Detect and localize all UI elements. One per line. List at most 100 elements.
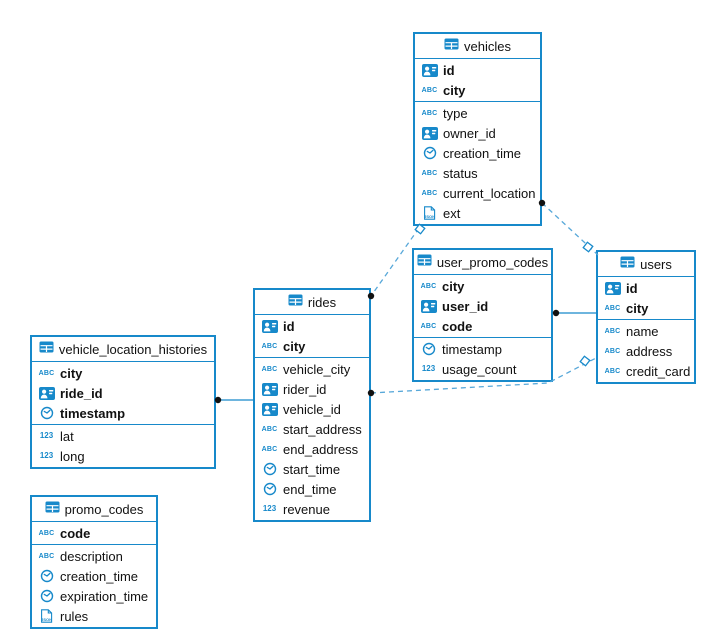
text-type-icon: ABC bbox=[38, 369, 55, 377]
column-row[interactable]: ABC current_location bbox=[415, 183, 540, 203]
column-row[interactable]: ABC code bbox=[414, 316, 551, 336]
cardinality-dot-marker bbox=[552, 309, 560, 317]
fields-section: ABC description creation_time expiration… bbox=[32, 545, 156, 627]
table-title: promo_codes bbox=[64, 501, 144, 517]
column-row[interactable]: start_time bbox=[255, 459, 369, 479]
json-type-icon: JSON bbox=[37, 609, 56, 623]
column-row[interactable]: id bbox=[598, 278, 694, 298]
timestamp-icon bbox=[260, 462, 279, 476]
table-header[interactable]: promo_codes bbox=[32, 497, 156, 522]
column-row[interactable]: ABC city bbox=[255, 336, 369, 356]
column-name: user_id bbox=[442, 298, 489, 314]
column-row[interactable]: ABC address bbox=[598, 341, 694, 361]
table-vehicle-location-histories[interactable]: vehicle_location_histories ABC city ride… bbox=[30, 335, 216, 469]
column-name: id bbox=[443, 62, 455, 78]
table-rides[interactable]: rides id ABC city ABC vehicle_city rider… bbox=[253, 288, 371, 522]
table-header[interactable]: users bbox=[598, 252, 694, 277]
fields-section: 123 lat 123 long bbox=[32, 425, 214, 467]
table-header[interactable]: rides bbox=[255, 290, 369, 315]
column-row[interactable]: ride_id bbox=[32, 383, 214, 403]
text-type-icon: ABC bbox=[421, 169, 438, 177]
text-type-icon: ABC bbox=[261, 342, 278, 350]
column-row[interactable]: 123 lat bbox=[32, 426, 214, 446]
column-name: revenue bbox=[283, 501, 330, 517]
column-row[interactable]: 123 revenue bbox=[255, 499, 369, 519]
column-row[interactable]: end_time bbox=[255, 479, 369, 499]
table-title: user_promo_codes bbox=[436, 254, 549, 270]
svg-text:JSON: JSON bbox=[424, 214, 435, 219]
timestamp-icon bbox=[420, 146, 439, 160]
text-type-icon: ABC bbox=[604, 367, 621, 375]
number-type-icon: 123 bbox=[39, 431, 54, 440]
table-user-promo-codes[interactable]: user_promo_codes ABC city user_id ABC co… bbox=[412, 248, 553, 382]
column-row[interactable]: expiration_time bbox=[32, 586, 156, 606]
column-row[interactable]: 123 long bbox=[32, 446, 214, 466]
id-badge-icon bbox=[260, 382, 279, 396]
timestamp-icon bbox=[37, 589, 56, 603]
column-row[interactable]: JSON ext bbox=[415, 203, 540, 223]
column-row[interactable]: ABC code bbox=[32, 523, 156, 543]
column-row[interactable]: ABC city bbox=[32, 363, 214, 383]
column-name: rider_id bbox=[283, 381, 327, 397]
column-name: expiration_time bbox=[60, 588, 149, 604]
column-row[interactable]: ABC end_address bbox=[255, 439, 369, 459]
primary-key-section: ABC city user_id ABC code bbox=[414, 275, 551, 338]
column-name: city bbox=[442, 278, 465, 294]
column-name: name bbox=[626, 323, 659, 339]
column-row[interactable]: timestamp bbox=[32, 403, 214, 423]
column-row[interactable]: creation_time bbox=[32, 566, 156, 586]
column-row[interactable]: ABC description bbox=[32, 546, 156, 566]
table-header[interactable]: user_promo_codes bbox=[414, 250, 551, 275]
column-name: id bbox=[283, 318, 295, 334]
table-header[interactable]: vehicle_location_histories bbox=[32, 337, 214, 362]
table-promo-codes[interactable]: promo_codes ABC code ABC description cre… bbox=[30, 495, 158, 629]
column-name: address bbox=[626, 343, 673, 359]
text-type-icon: ABC bbox=[421, 189, 438, 197]
column-row[interactable]: ABC status bbox=[415, 163, 540, 183]
column-row[interactable]: user_id bbox=[414, 296, 551, 316]
column-row[interactable]: ABC vehicle_city bbox=[255, 359, 369, 379]
column-row[interactable]: 123 usage_count bbox=[414, 359, 551, 379]
text-type-icon: ABC bbox=[421, 109, 438, 117]
column-row[interactable]: JSON rules bbox=[32, 606, 156, 626]
column-row[interactable]: ABC name bbox=[598, 321, 694, 341]
column-row[interactable]: creation_time bbox=[415, 143, 540, 163]
column-row[interactable]: vehicle_id bbox=[255, 399, 369, 419]
column-name: status bbox=[443, 165, 478, 181]
column-row[interactable]: ABC start_address bbox=[255, 419, 369, 439]
json-type-icon: JSON bbox=[420, 206, 439, 220]
column-row[interactable]: id bbox=[415, 60, 540, 80]
fields-section: ABC vehicle_city rider_id vehicle_id ABC… bbox=[255, 358, 369, 520]
column-name: rules bbox=[60, 608, 89, 624]
column-name: credit_card bbox=[626, 363, 691, 379]
id-badge-icon bbox=[420, 126, 439, 140]
id-badge-icon bbox=[603, 281, 622, 295]
primary-key-section: ABC city ride_id timestamp bbox=[32, 362, 214, 425]
column-name: id bbox=[626, 280, 638, 296]
table-header[interactable]: vehicles bbox=[415, 34, 540, 59]
column-row[interactable]: ABC city bbox=[414, 276, 551, 296]
timestamp-icon bbox=[419, 342, 438, 356]
column-row[interactable]: id bbox=[255, 316, 369, 336]
column-row[interactable]: ABC city bbox=[598, 298, 694, 318]
column-row[interactable]: timestamp bbox=[414, 339, 551, 359]
column-name: code bbox=[60, 525, 91, 541]
table-title: vehicles bbox=[464, 38, 511, 54]
column-row[interactable]: ABC city bbox=[415, 80, 540, 100]
column-row[interactable]: ABC type bbox=[415, 103, 540, 123]
table-icon bbox=[417, 253, 432, 271]
column-row[interactable]: ABC credit_card bbox=[598, 361, 694, 381]
column-name: code bbox=[442, 318, 473, 334]
timestamp-icon bbox=[37, 569, 56, 583]
table-vehicles[interactable]: vehicles id ABC city ABC type owner_id c… bbox=[413, 32, 542, 226]
svg-text:JSON: JSON bbox=[41, 617, 52, 622]
text-type-icon: ABC bbox=[421, 86, 438, 94]
table-users[interactable]: users id ABC city ABC name ABC address A… bbox=[596, 250, 696, 384]
fields-section: ABC name ABC address ABC credit_card bbox=[598, 320, 694, 382]
column-name: current_location bbox=[443, 185, 536, 201]
table-title: rides bbox=[307, 294, 337, 310]
column-row[interactable]: owner_id bbox=[415, 123, 540, 143]
column-row[interactable]: rider_id bbox=[255, 379, 369, 399]
column-name: start_time bbox=[283, 461, 341, 477]
